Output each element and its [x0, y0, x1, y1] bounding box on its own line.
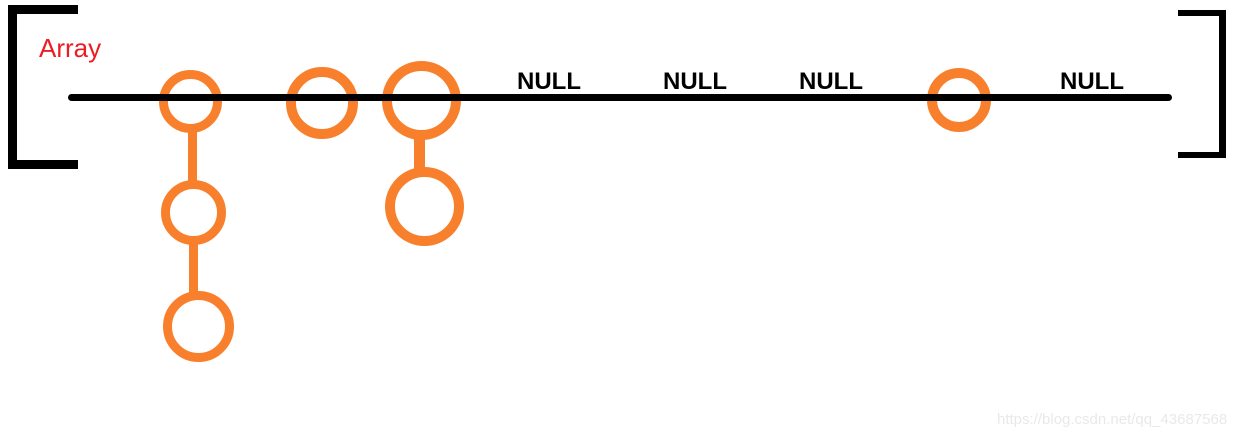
- null-label-3: NULL: [799, 68, 863, 95]
- chain-connector: [188, 130, 197, 186]
- list-node-circle: [162, 290, 234, 362]
- csdn-watermark: https://blog.csdn.net/qq_43687568: [997, 411, 1228, 428]
- array-left-bracket: [8, 5, 78, 169]
- list-node-circle: [158, 69, 222, 133]
- array-line: [68, 94, 1172, 101]
- list-node-circle: [384, 166, 464, 246]
- list-node-circle: [286, 67, 358, 139]
- array-title: Array: [39, 33, 102, 63]
- chain-connector: [189, 240, 198, 294]
- null-label-4: NULL: [1060, 68, 1124, 95]
- array-right-bracket: [1178, 10, 1226, 158]
- null-label-2: NULL: [663, 68, 727, 95]
- list-node-circle: [160, 179, 226, 245]
- null-label-1: NULL: [517, 68, 581, 95]
- chain-connector: [414, 134, 425, 172]
